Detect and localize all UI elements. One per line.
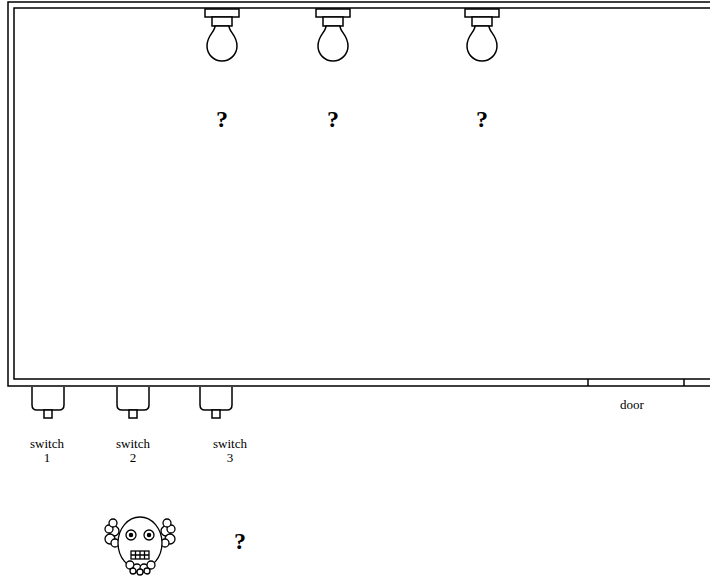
switch-symbol — [117, 387, 149, 418]
bulbs — [205, 9, 499, 61]
eye — [144, 530, 154, 540]
head — [118, 517, 162, 569]
switch-symbol — [32, 387, 64, 418]
mouth — [131, 551, 149, 559]
inner-wall — [14, 8, 710, 379]
question-mark: ? — [476, 106, 488, 132]
question-mark: ? — [327, 106, 339, 132]
switch-label: switch 3 — [210, 437, 250, 466]
light-bulb — [465, 9, 499, 61]
eye — [126, 530, 136, 540]
question-mark: ? — [216, 106, 228, 132]
room-walls — [8, 2, 710, 386]
light-bulb — [205, 9, 239, 61]
door-edge — [683, 379, 685, 386]
door-edge — [587, 379, 589, 386]
switches — [32, 387, 232, 418]
teeth — [131, 551, 149, 559]
pupil — [147, 533, 150, 536]
pupil — [129, 533, 132, 536]
switch-label: switch 1 — [27, 437, 67, 466]
puzzled-face — [105, 517, 175, 575]
light-bulb — [316, 9, 350, 61]
door-label: door — [620, 398, 644, 412]
beard — [126, 561, 155, 575]
switch-label: switch 2 — [113, 437, 153, 466]
outer-wall — [8, 2, 710, 386]
question-mark: ? — [234, 528, 246, 554]
switch-symbol — [200, 387, 232, 418]
